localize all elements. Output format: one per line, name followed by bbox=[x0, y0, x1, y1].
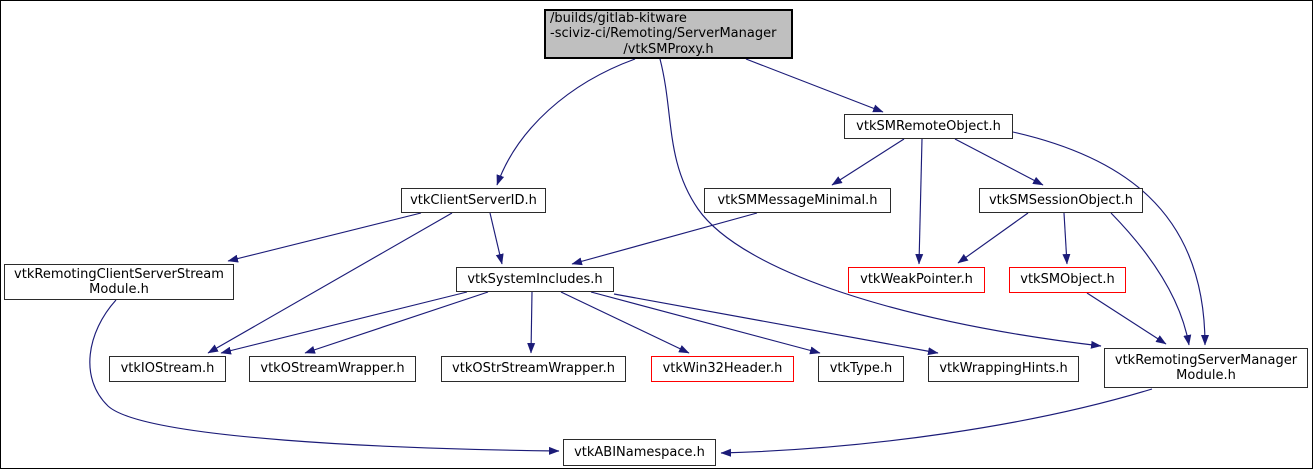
graph-node-vtkSMObject[interactable]: vtkSMObject.h bbox=[1009, 267, 1126, 293]
edge-vtkSystemIncludes--vtkIOStream bbox=[220, 291, 468, 355]
edge-vtkSystemIncludes--vtkType bbox=[590, 291, 821, 355]
graph-node-label: vtkSMRemoteObject.h bbox=[856, 118, 1001, 134]
graph-node-label: -sciviz-ci/Remoting/ServerManager bbox=[550, 26, 777, 42]
graph-node-label: vtkOStreamWrapper.h bbox=[260, 361, 405, 377]
graph-node-vtkWrappingHints[interactable]: vtkWrappingHints.h bbox=[928, 356, 1079, 382]
graph-node-label: vtkSMObject.h bbox=[1020, 272, 1115, 288]
graph-node-label: Module.h bbox=[89, 282, 149, 297]
edge-vtkSystemIncludes--vtkWrappingHints bbox=[613, 293, 939, 356]
graph-node-vtkClientServerID[interactable]: vtkClientServerID.h bbox=[401, 188, 546, 213]
edge-vtkClientServerID--vtkIOStream bbox=[207, 212, 453, 354]
edge-vtkSMSessionObject--vtkSMObject bbox=[1062, 212, 1071, 265]
edge-vtkSMSessionObject--vtkRemotingServerManagerModule bbox=[1110, 212, 1192, 346]
edge-vtkSMProxy--vtkRemotingServerManagerModule bbox=[659, 58, 1102, 349]
edge-vtkSystemIncludes--vtkWin32Header bbox=[560, 291, 690, 354]
edge-vtkSystemIncludes--vtkOStreamWrapper bbox=[304, 291, 489, 354]
graph-node-label: vtkWeakPointer.h bbox=[860, 272, 973, 288]
graph-node-vtkWin32Header[interactable]: vtkWin32Header.h bbox=[651, 356, 794, 382]
graph-node-label: vtkRemotingServerManager bbox=[1114, 352, 1298, 368]
edge-vtkSMSessionObject--vtkWeakPointer bbox=[957, 212, 1029, 264]
edge-vtkSMMessageMinimal--vtkSystemIncludes bbox=[571, 212, 758, 266]
graph-node-label: vtkOStrStreamWrapper.h bbox=[452, 361, 615, 377]
edge-vtkRemotingClientServerStreamModule--vtkABINamespace bbox=[89, 299, 560, 455]
graph-node-label: vtkWrappingHints.h bbox=[939, 361, 1068, 377]
graph-node-vtkSMRemoteObject[interactable]: vtkSMRemoteObject.h bbox=[844, 114, 1013, 139]
edge-vtkSMProxy--vtkSMRemoteObject bbox=[745, 58, 884, 113]
edge-vtkSMRemoteObject--vtkRemotingServerManagerModule bbox=[1012, 131, 1209, 346]
graph-node-label: /vtkSMProxy.h bbox=[623, 41, 714, 57]
graph-node-vtkType[interactable]: vtkType.h bbox=[818, 356, 904, 382]
edge-vtkClientServerID--vtkSystemIncludes bbox=[489, 212, 504, 265]
edge-vtkSMRemoteObject--vtkSMSessionObject bbox=[954, 138, 1044, 186]
edge-vtkSMRemoteObject--vtkSMMessageMinimal bbox=[831, 138, 905, 186]
graph-node-vtkIOStream[interactable]: vtkIOStream.h bbox=[109, 356, 226, 382]
graph-node-vtkOStreamWrapper[interactable]: vtkOStreamWrapper.h bbox=[249, 356, 416, 382]
graph-node-label: vtkClientServerID.h bbox=[410, 192, 537, 208]
graph-node-vtkOStrStreamWrapper[interactable]: vtkOStrStreamWrapper.h bbox=[441, 356, 626, 382]
graph-node-vtkSMSessionObject[interactable]: vtkSMSessionObject.h bbox=[979, 188, 1143, 213]
graph-node-label: vtkRemotingClientServerStream bbox=[14, 266, 224, 282]
graph-node-label: vtkSMMessageMinimal.h bbox=[717, 192, 878, 208]
graph-node-vtkSMMessageMinimal[interactable]: vtkSMMessageMinimal.h bbox=[704, 188, 891, 213]
graph-node-label: vtkABINamespace.h bbox=[574, 444, 705, 460]
graph-node-label: /builds/gitlab-kitware bbox=[550, 10, 687, 26]
graph-node-vtkABINamespace[interactable]: vtkABINamespace.h bbox=[563, 439, 716, 466]
graph-node-label: vtkWin32Header.h bbox=[662, 361, 783, 377]
graph-node-vtkSMProxy: /builds/gitlab-kitware-sciviz-ci/Remotin… bbox=[544, 9, 793, 59]
graph-node-label: Module.h bbox=[1176, 368, 1236, 383]
graph-node-vtkWeakPointer[interactable]: vtkWeakPointer.h bbox=[848, 267, 985, 293]
graph-node-label: vtkSystemIncludes.h bbox=[467, 271, 603, 287]
graph-node-label: vtkIOStream.h bbox=[120, 361, 215, 377]
graph-node-vtkSystemIncludes[interactable]: vtkSystemIncludes.h bbox=[456, 267, 614, 292]
edge-vtkSMRemoteObject--vtkWeakPointer bbox=[915, 138, 924, 265]
edge-vtkSMProxy--vtkClientServerID bbox=[496, 58, 636, 186]
edge-vtkClientServerID--vtkRemotingClientServerStreamModule bbox=[227, 212, 422, 263]
graph-node-label: vtkType.h bbox=[829, 361, 893, 377]
edge-vtkSystemIncludes--vtkOStrStreamWrapper bbox=[527, 291, 536, 354]
graph-node-label: vtkSMSessionObject.h bbox=[988, 192, 1134, 208]
edge-vtkRemotingServerManagerModule--vtkABINamespace bbox=[720, 388, 1153, 457]
edge-vtkSMObject--vtkRemotingServerManagerModule bbox=[1086, 292, 1167, 345]
